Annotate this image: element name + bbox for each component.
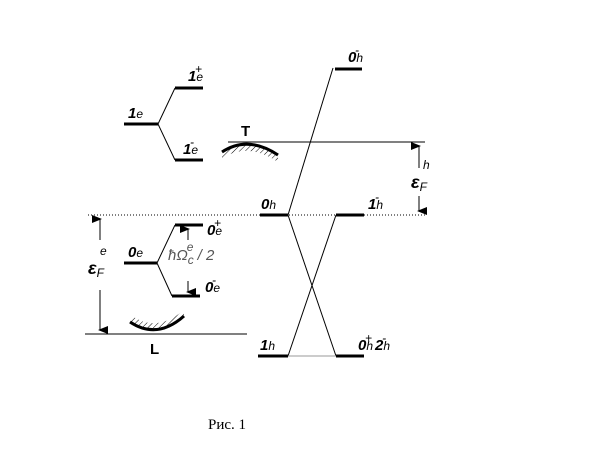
cross-line-2 <box>287 214 337 357</box>
label-1h-minus: 1h- <box>368 190 383 213</box>
l-band-curve <box>129 314 185 332</box>
label-T: T <box>241 123 250 140</box>
figure-caption: Рис. 1 <box>208 417 246 433</box>
label-0h-minus: 0h- <box>348 43 363 66</box>
label-1e: 1e <box>128 105 143 122</box>
t-band-curve <box>221 142 279 157</box>
label-L: L <box>150 341 159 358</box>
label-0e-plus: 0e+ <box>207 216 222 239</box>
e1-split-lines <box>157 87 176 161</box>
label-fermi-e: εFe <box>88 244 107 280</box>
label-0e-minus: 0e- <box>205 273 220 296</box>
label-1e-minus: 1e- <box>183 135 198 158</box>
label-fermi-h: εFh <box>411 158 430 194</box>
label-0h: 0h <box>261 196 276 213</box>
label-0e: 0e <box>128 244 143 261</box>
label-1e-plus: 1e+ <box>188 62 203 85</box>
label-1h: 1h <box>260 337 275 354</box>
label-splitting: ħΩce / 2 <box>168 240 215 267</box>
h0-transition-line <box>287 67 334 216</box>
label-0h-plus-2h-minus: 0h+2h- <box>358 331 390 354</box>
